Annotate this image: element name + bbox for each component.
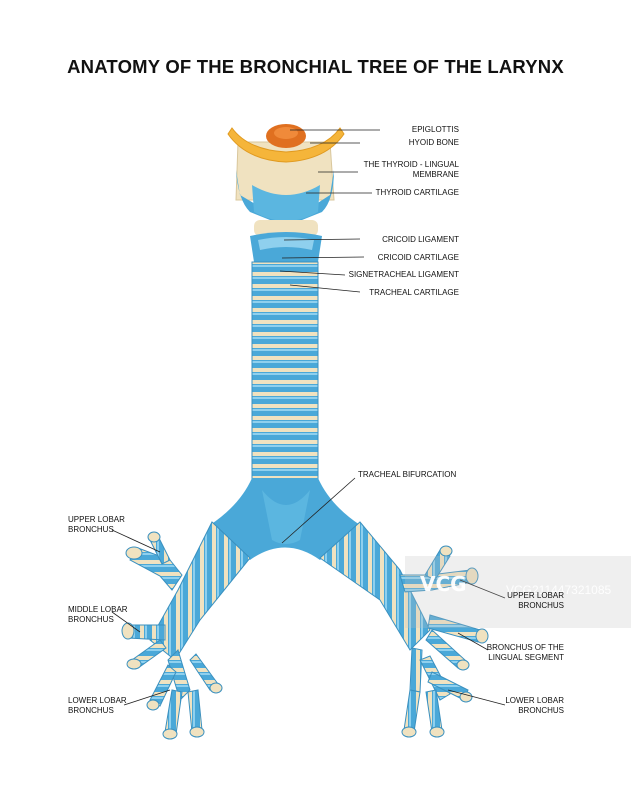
leader-upper-right [459, 579, 506, 599]
label-cricoid-ligament: CRICOID LIGAMENT [382, 235, 459, 244]
label-middle-lobar: MIDDLE LOBAR BRONCHUS [68, 605, 128, 624]
label-line: BRONCHUS [68, 524, 114, 534]
hyoid-bone [227, 127, 345, 163]
leader-signetracheal [279, 270, 346, 276]
label-lower-lobar-right: LOWER LOBAR BRONCHUS [505, 696, 564, 715]
label-line: BRONCHUS OF THE [486, 643, 564, 652]
watermark-logo: VCG [420, 572, 467, 596]
leader-bifurcation [281, 477, 356, 544]
label-lingual-segment: BRONCHUS OF THE LINGUAL SEGMENT [487, 643, 564, 662]
label-upper-lobar-right: UPPER LOBAR BRONCHUS [507, 591, 564, 610]
label-signetracheal-ligament: SIGNETRACHEAL LIGAMENT [348, 270, 459, 279]
watermark-text: VCG211447321085 [506, 583, 612, 597]
left-main-bronchus [121, 521, 251, 740]
label-line: BRONCHUS [68, 614, 114, 624]
label-line: MIDDLE LOBAR [68, 605, 128, 614]
right-main-bronchus [319, 521, 489, 738]
label-thyroid-cartilage: THYROID CARTILAGE [375, 188, 459, 197]
page-title: ANATOMY OF THE BRONCHIAL TREE OF THE LAR… [67, 56, 564, 77]
leader-upper-left [111, 529, 161, 553]
label-line: THE THYROID - LINGUAL [363, 160, 459, 169]
label-line: BRONCHUS [68, 705, 114, 715]
watermark-band [405, 556, 631, 628]
leader-lower-left [123, 689, 171, 706]
leader-middle-left [111, 611, 141, 633]
label-tracheal-cartilage: TRACHEAL CARTILAGE [369, 288, 459, 297]
cricoid-ligament [254, 220, 318, 236]
tracheal-bifurcation [210, 478, 360, 560]
leader-cricoid-ligament [283, 238, 361, 241]
leader-lingual [457, 632, 489, 651]
label-hyoid-bone: HYOID BONE [408, 138, 459, 147]
label-thyroid-lingual-membrane: THE THYROID - LINGUAL MEMBRANE [364, 160, 459, 179]
label-cricoid-cartilage: CRICOID CARTILAGE [377, 253, 459, 262]
label-epiglottis: EPIGLOTTIS [411, 125, 459, 134]
label-lower-lobar-left: LOWER LOBAR BRONCHUS [68, 696, 127, 715]
label-line: LOWER LOBAR [505, 696, 564, 705]
label-line: UPPER LOBAR [68, 515, 125, 524]
label-line: LINGUAL SEGMENT [488, 652, 564, 662]
label-line: BRONCHUS [518, 600, 564, 610]
label-line: BRONCHUS [518, 705, 564, 715]
leader-cricoid-cartilage [281, 256, 365, 259]
leader-lower-right [447, 689, 506, 706]
trachea [251, 261, 319, 485]
larynx [227, 124, 345, 232]
cricoid [250, 220, 322, 267]
label-line: UPPER LOBAR [507, 591, 564, 600]
leader-tracheal-cartilage [289, 284, 361, 293]
thyroid-cartilage [236, 170, 334, 232]
thyroid-cartilage-front [252, 185, 320, 221]
label-line: MEMBRANE [412, 169, 459, 179]
label-tracheal-bifurcation: TRACHEAL BIFURCATION [358, 470, 457, 479]
leader-lines [111, 129, 506, 706]
label-upper-lobar-left: UPPER LOBAR BRONCHUS [68, 515, 125, 534]
label-line: LOWER LOBAR [68, 696, 127, 705]
